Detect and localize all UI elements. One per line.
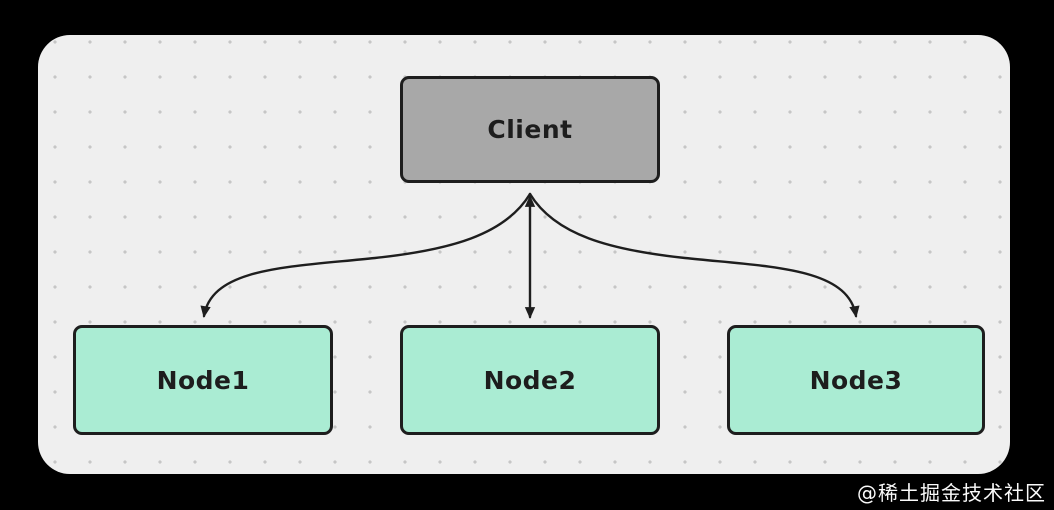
node1-box: Node1 — [73, 325, 333, 435]
node1-label: Node1 — [156, 365, 250, 395]
node3-box: Node3 — [727, 325, 985, 435]
node2-label: Node2 — [483, 365, 577, 395]
node2-box: Node2 — [400, 325, 660, 435]
watermark: @稀土掘金技术社区 — [857, 481, 1046, 505]
node3-label: Node3 — [809, 365, 903, 395]
client-node: Client — [400, 76, 660, 183]
client-node-label: Client — [487, 115, 573, 144]
